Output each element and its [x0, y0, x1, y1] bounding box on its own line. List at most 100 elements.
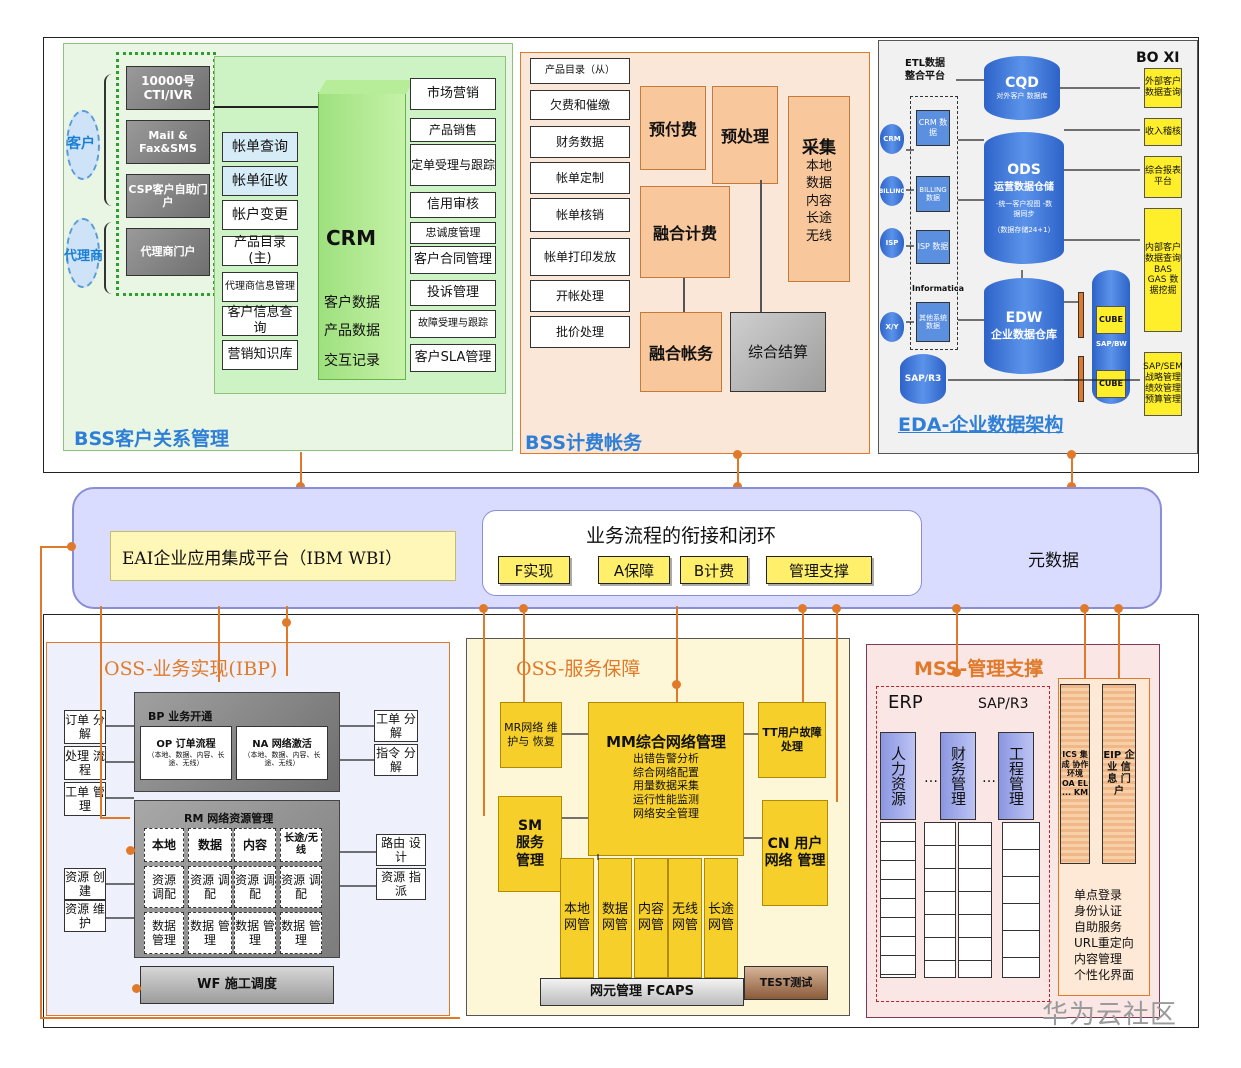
- mss-link: [1084, 606, 1086, 678]
- eda-output: 收入稽核: [1144, 118, 1182, 146]
- mss-link: [1118, 606, 1120, 678]
- connector-dot: [282, 618, 291, 627]
- left-link: [40, 546, 72, 548]
- source-isp-icon: ISP: [880, 228, 904, 258]
- source-box: CRM 数据: [916, 110, 950, 146]
- source-box: 其他系统 数据: [916, 302, 950, 342]
- finance-subgrid: [924, 822, 956, 978]
- collect-title: 采集: [802, 137, 836, 158]
- ibp-link: [218, 606, 220, 682]
- preprocess-cube: 预处理: [712, 86, 778, 184]
- source-xy-icon: X/Y: [880, 312, 904, 342]
- rm-col: 长途/无线: [280, 828, 322, 862]
- cube-box: CUBE: [1096, 306, 1126, 334]
- converged-billing-cube: 融合计费: [640, 186, 730, 278]
- crm-connector: [214, 106, 318, 108]
- ods-note: -统一客户视图 -数据同步: [995, 199, 1053, 218]
- rm-cell: 资源 调配: [280, 866, 322, 908]
- bw-bar: [1078, 356, 1084, 402]
- bp-title: BP 业务开通: [148, 710, 213, 723]
- oss-assurance-title: OSS-服务保障: [516, 658, 641, 680]
- hr-subgrid: [880, 822, 916, 978]
- eda-output: 内部客户 数据查询 BAS GAS 数据挖掘: [1144, 208, 1182, 332]
- assurance-link: [523, 606, 525, 702]
- net-box: 本地网管: [560, 858, 594, 978]
- engineering-subgrid: [1002, 822, 1040, 978]
- net-box: 数据网管: [598, 858, 632, 978]
- rm-cell: 资源 调配: [144, 866, 184, 908]
- finance-subgrid: [958, 822, 992, 978]
- assurance-link: [836, 606, 838, 802]
- connector-dot: [1080, 604, 1089, 613]
- collect-cube: 采集 本地 数据 内容 长途 无线: [788, 96, 850, 282]
- eda-arrows: [906, 79, 1140, 381]
- watermark: 华为云社区: [1042, 1000, 1178, 1030]
- cqd-title: CQD: [1005, 75, 1039, 91]
- net-box: 长途网管: [704, 858, 738, 978]
- edw-sub: 企业数据仓库: [991, 328, 1057, 341]
- billing-left-item: 帐单打印发放: [530, 238, 630, 276]
- test-box: TEST测试: [744, 966, 828, 1000]
- tt-box: TT用户故障 处理: [758, 702, 826, 778]
- bo-label: BO XI: [1136, 50, 1180, 66]
- connector-dot: [672, 680, 681, 689]
- mss-link: [956, 606, 958, 676]
- rm-cell: 数据 管理: [280, 912, 322, 954]
- billing-left-item: 产品目录（从）: [530, 58, 630, 84]
- crm-right-item: 客户合同管理: [410, 246, 496, 274]
- na-box: NA 网络激活 （本地、数据、内容、长途、无线）: [236, 726, 328, 780]
- connector-dot: [1114, 604, 1123, 613]
- ibp-arrows: [106, 725, 376, 919]
- eip-item: 内容管理: [1074, 952, 1123, 966]
- sm-box: SM 服务 管理: [498, 796, 562, 892]
- cqd-cylinder: CQD 对外客户 数据库: [984, 56, 1060, 120]
- connector-dot: [1067, 482, 1076, 491]
- fcaps-box: 网元管理 FCAPS: [540, 978, 744, 1006]
- channel-mail: Mail & Fax&SMS: [126, 120, 210, 164]
- crm-sub: 交互记录: [324, 353, 380, 369]
- ods-sub: 运营数据仓储: [994, 181, 1054, 193]
- wf-box: WF 施工调度: [140, 966, 334, 1004]
- eip-column: EIP 企业 信息 门户: [1102, 684, 1136, 864]
- sap-bw-label: SAP/BW: [1096, 340, 1127, 348]
- crm-right-item: 故障受理与跟踪: [410, 310, 496, 338]
- rm-col: 内容: [234, 828, 276, 862]
- crm-right-item: 定单受理与跟踪: [410, 144, 496, 186]
- source-billing-icon: BILLING: [879, 176, 905, 206]
- rm-cell: 数据 管理: [144, 912, 184, 954]
- collect-sub: 本地 数据 内容 长途 无线: [805, 158, 832, 244]
- ibp-link: [100, 606, 102, 818]
- rm-col: 本地: [144, 828, 184, 862]
- assurance-link: [483, 606, 485, 816]
- agent-icon: [66, 218, 100, 288]
- crm-left-item: 产品目录(主): [222, 235, 298, 266]
- connector-dot: [479, 604, 488, 613]
- op-sub: （本地、数据、内容、长途、无线）: [147, 750, 225, 767]
- b-button: B计费: [680, 556, 748, 584]
- eai-platform-label: EAI企业应用集成平台（IBM WBI）: [122, 549, 403, 569]
- crm-sub: 产品数据: [324, 323, 380, 339]
- op-box: OP 订单流程 （本地、数据、内容、长途、无线）: [140, 726, 232, 780]
- channel-ivr: 10000号 CTI/IVR: [126, 66, 210, 110]
- connector-dot: [832, 604, 841, 613]
- crm-right-item: 产品销售: [410, 118, 496, 142]
- mgmt-button: 管理支撑: [766, 556, 872, 584]
- billing-left-item: 帐单定制: [530, 162, 630, 194]
- eda-title: EDA-企业数据架构: [898, 414, 1064, 436]
- eip-item: 单点登录: [1074, 888, 1123, 902]
- prepaid-cube: 预付费: [640, 86, 706, 170]
- mm-item: 出错告警分析: [633, 751, 699, 765]
- erp-title: ERP: [888, 692, 923, 713]
- brace-bottom: [104, 222, 114, 294]
- informatica-label: Informatica: [912, 284, 965, 293]
- eip-item: URL重定向: [1074, 936, 1134, 950]
- eda-output: 外部客户 数据查询: [1144, 68, 1182, 108]
- connector-dot: [1067, 450, 1076, 459]
- finance-column: 财务管理: [940, 732, 976, 820]
- cube-box: CUBE: [1096, 370, 1126, 398]
- mm-title: MM综合网络管理: [606, 733, 726, 751]
- source-crm-icon: CRM: [880, 124, 904, 154]
- op-title: OP 订单流程: [156, 738, 216, 750]
- mss-ellipsis: …: [924, 770, 938, 786]
- ibp-right-item: 资源 指派: [376, 868, 426, 900]
